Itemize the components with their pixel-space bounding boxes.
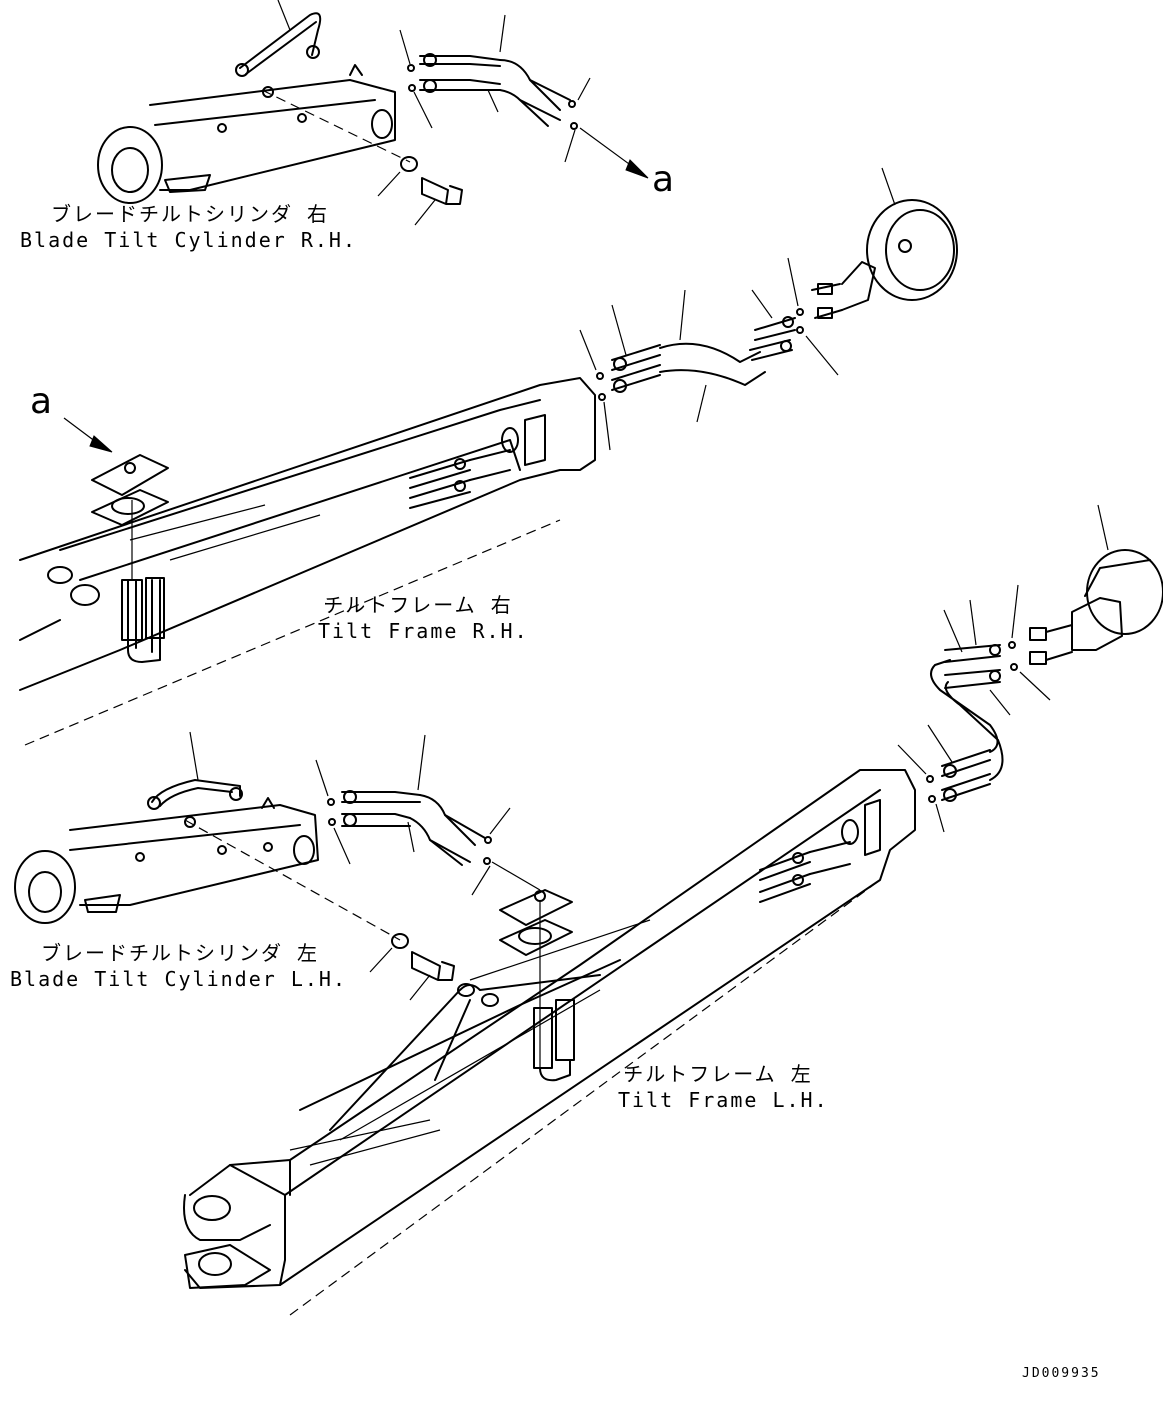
frame-rh-label-jp: チルトフレーム 右 [323,593,513,617]
cylinder-rh-body [149,79,396,191]
motor-lh [1086,549,1163,635]
hose-lh-upper [341,791,421,803]
cylinder-rh-tube [239,12,322,69]
reference-mark-a-left: a [30,381,53,422]
tilt-frame-lh-group [183,504,1163,1316]
cylinder-lh-wheel [14,850,76,924]
frame-lh-label-jp: チルトフレーム 左 [623,1062,813,1086]
gasket-lh [499,919,573,956]
blade-tilt-cylinder-rh-group [97,0,649,226]
washer-lh [391,933,409,949]
tilt-frame-rh-body [19,377,596,691]
frame-rh-pipes [409,459,471,509]
hose-rh-upper [419,55,501,67]
cylinder-rh-wheel [97,126,163,204]
frame-rh-label-en: Tilt Frame R.H. [318,619,529,643]
washer-rh [400,156,418,172]
tilt-frame-rh-group [19,167,958,746]
blade-tilt-cylinder-lh-group [14,731,541,1001]
bolt-rh [421,177,463,205]
hose-lh-frame [941,749,991,801]
cylinder-lh-body [69,804,319,906]
cylinder-lh-label-en: Blade Tilt Cylinder L.H. [10,967,347,991]
plate-lh [499,889,573,926]
motor-rh [866,199,958,301]
frame-lh-pipes [759,851,811,903]
reference-mark-a-top: a [652,159,675,200]
cylinder-rh-label-jp: ブレードチルトシリンダ 右 [50,202,330,226]
plate-rh [91,454,169,496]
bolt-lh [411,951,455,981]
hose-rh-frame [611,344,661,391]
frame-lh-label-en: Tilt Frame L.H. [618,1088,829,1112]
drawing-code: JD009935 [1022,1366,1101,1381]
cylinder-rh-label-en: Blade Tilt Cylinder R.H. [20,228,357,252]
cylinder-lh-label-jp: ブレードチルトシリンダ 左 [40,941,320,965]
cylinder-lh-tube [151,779,241,803]
